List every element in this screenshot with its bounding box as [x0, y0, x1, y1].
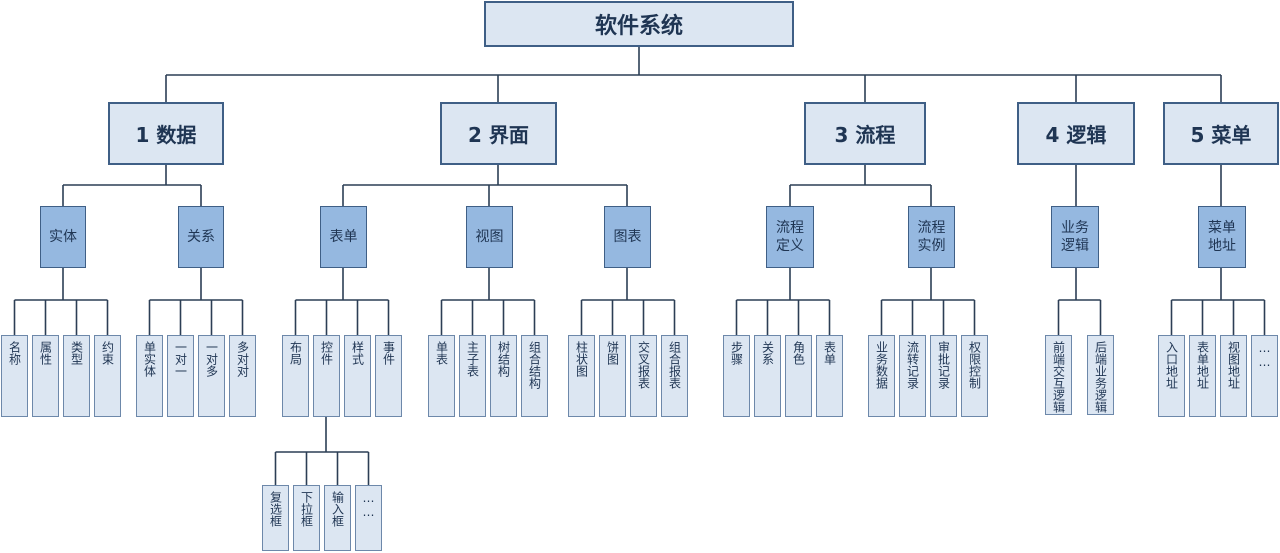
leaf-ellipsis: ……	[361, 491, 376, 519]
leaf-cross-report: 交叉报表	[636, 341, 651, 389]
leaf-bar-chart: 柱状图	[574, 341, 589, 377]
section-interface: 2 界面	[440, 102, 557, 165]
leaf-type: 类型	[69, 341, 84, 365]
leaf-steps: 步骤	[729, 341, 744, 365]
leaf-composite-structure: 组合结构	[527, 341, 542, 389]
leaf-backend-logic: 后端业务逻辑	[1093, 341, 1108, 413]
leaf-relations: 关系	[760, 341, 775, 365]
leaf-composite-report: 组合报表	[667, 341, 682, 389]
leaf-layout: 布局	[288, 341, 303, 365]
leaf-style: 样式	[350, 341, 365, 365]
leaf-entry-address: 入口地址	[1164, 341, 1179, 389]
leaf-input-box: 输入框	[330, 491, 345, 527]
group-form: 表单	[320, 206, 367, 268]
leaf-event: 事件	[381, 341, 396, 365]
leaf-checkbox: 复选框	[268, 491, 283, 527]
group-business-logic: 业务 逻辑	[1051, 206, 1099, 268]
root-node-software-system: 软件系统	[484, 1, 794, 47]
leaf-many-to-many: 多对对	[235, 341, 250, 377]
leaf-business-data: 业务数据	[874, 341, 889, 389]
group-menu-address: 菜单 地址	[1198, 206, 1246, 268]
leaf-name: 名称	[7, 341, 22, 365]
leaf-view-address: 视图地址	[1226, 341, 1241, 389]
leaf-roles: 角色	[791, 341, 806, 365]
leaf-constraint: 约束	[100, 341, 115, 365]
leaf-dropdown: 下拉框	[299, 491, 314, 527]
group-chart: 图表	[604, 206, 651, 268]
group-view: 视图	[466, 206, 513, 268]
leaf-tree-structure: 树结构	[496, 341, 511, 377]
leaf-single-table: 单表	[434, 341, 449, 365]
leaf-one-to-many: 一对多	[204, 341, 219, 377]
section-logic: 4 逻辑	[1017, 102, 1135, 165]
leaf-attribute: 属性	[38, 341, 53, 365]
section-process: 3 流程	[804, 102, 926, 165]
leaf-forms: 表单	[822, 341, 837, 365]
leaf-transfer-record: 流转记录	[905, 341, 920, 389]
leaf-form-address: 表单地址	[1195, 341, 1210, 389]
group-process-instance: 流程 实例	[908, 206, 955, 268]
leaf-pie-chart: 饼图	[605, 341, 620, 365]
leaf-menu-ellipsis: ……	[1257, 341, 1272, 369]
leaf-single-entity: 单实体	[142, 341, 157, 377]
section-data: 1 数据	[108, 102, 224, 165]
leaf-control: 控件	[319, 341, 334, 365]
section-menu: 5 菜单	[1163, 102, 1279, 165]
leaf-frontend-logic: 前端交互逻辑	[1051, 341, 1066, 413]
leaf-permission-control: 权限控制	[967, 341, 982, 389]
group-relation: 关系	[178, 206, 224, 268]
group-process-definition: 流程 定义	[766, 206, 814, 268]
group-entity: 实体	[40, 206, 86, 268]
leaf-one-to-one: 一对一	[173, 341, 188, 377]
leaf-approval-record: 审批记录	[936, 341, 951, 389]
leaf-master-detail: 主子表	[465, 341, 480, 377]
